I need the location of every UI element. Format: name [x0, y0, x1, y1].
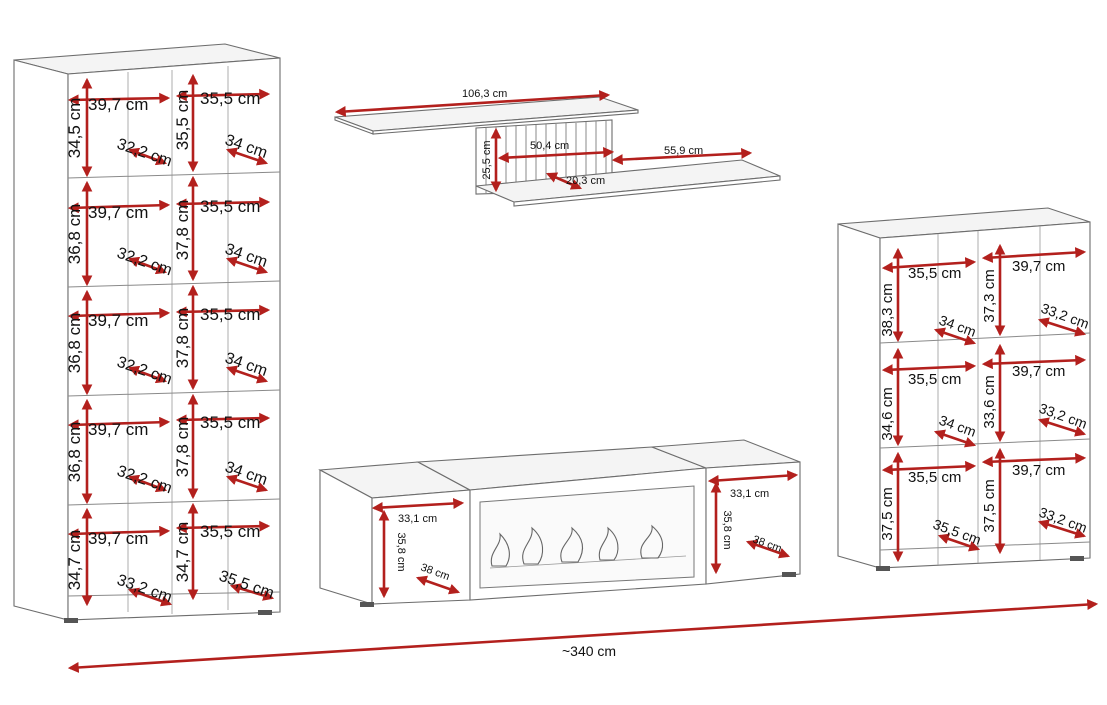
- dim-label: 37,3 cm: [981, 269, 998, 322]
- dim-label: 35,5 cm: [908, 265, 961, 282]
- dim-arrow: [127, 365, 168, 384]
- dim-label: 39,7 cm: [1012, 363, 1065, 380]
- dim-arrow: [1037, 317, 1087, 337]
- dim-arrow: [1037, 519, 1087, 539]
- dim-label: 35,8 cm: [721, 510, 733, 549]
- dim-arrow: [415, 575, 461, 595]
- dim-arrow: [611, 147, 753, 166]
- dim-arrow: [933, 327, 977, 346]
- dim-label: 37,5 cm: [879, 487, 896, 540]
- tall-cabinet-foot-right: [258, 610, 272, 615]
- dim-label: 35,5 cm: [200, 197, 260, 216]
- low-cabinet: [837, 207, 1091, 571]
- dim-label: 37,8 cm: [173, 417, 192, 477]
- dim-label: 35,5 cm: [200, 413, 260, 432]
- dim-arrow: [497, 147, 615, 163]
- dim-label: 106,3 cm: [462, 88, 507, 100]
- dim-label: 34,7 cm: [173, 522, 192, 582]
- dimension-arrows: [67, 73, 1099, 673]
- dim-label: 33,6 cm: [981, 375, 998, 428]
- dim-arrow-total: [67, 599, 1099, 673]
- fireplace-flames: [490, 524, 664, 567]
- dim-label: 34,7 cm: [65, 530, 84, 590]
- dim-label: 39,7 cm: [88, 95, 148, 114]
- dim-arrow: [933, 429, 977, 448]
- dim-label: 35,5 cm: [200, 89, 260, 108]
- dim-label: 35,5 cm: [200, 522, 260, 541]
- dim-arrow: [225, 365, 269, 384]
- dim-arrow: [127, 474, 168, 493]
- tall-cabinet-foot-left: [64, 618, 78, 623]
- low-cabinet-front: [879, 221, 1091, 569]
- dim-arrow: [127, 147, 168, 166]
- dim-label: 39,7 cm: [88, 311, 148, 330]
- dim-arrow: [371, 498, 465, 513]
- dim-arrow: [707, 470, 799, 486]
- fireplace-glass: [479, 485, 695, 589]
- dim-label: 55,9 cm: [664, 145, 703, 157]
- dim-label: 33,1 cm: [398, 513, 437, 525]
- dim-arrow: [225, 256, 269, 275]
- dim-label: 37,8 cm: [173, 200, 192, 260]
- tv-stand: [318, 439, 801, 607]
- dim-label: 34,6 cm: [879, 387, 896, 440]
- dim-arrow: [225, 474, 269, 493]
- dim-label: 35,5 cm: [173, 90, 192, 150]
- dim-label: 25,5 cm: [481, 140, 493, 179]
- dim-arrow: [937, 533, 981, 552]
- dim-label: 50,4 cm: [530, 140, 569, 152]
- dim-label: 39,7 cm: [88, 203, 148, 222]
- dim-arrow: [745, 539, 791, 559]
- dim-arrow: [225, 147, 269, 166]
- dim-arrow: [229, 583, 275, 601]
- dim-label: 35,5 cm: [200, 305, 260, 324]
- dim-label: 39,7 cm: [1012, 258, 1065, 275]
- low-cabinet-side: [837, 223, 881, 569]
- tall-cabinet-shelves: [67, 171, 281, 597]
- dim-label: 36,8 cm: [65, 204, 84, 264]
- tall-cabinet-side: [13, 59, 69, 621]
- dim-arrow: [127, 256, 168, 275]
- dim-label: 36,8 cm: [65, 313, 84, 373]
- dim-arrow: [545, 172, 583, 190]
- dim-label: 33,1 cm: [730, 488, 769, 500]
- dim-label: 39,7 cm: [88, 420, 148, 439]
- dim-label: 20,3 cm: [566, 175, 605, 187]
- total-width-label: ~340 cm: [562, 643, 616, 659]
- dim-label: 34,5 cm: [65, 98, 84, 158]
- dim-label: 37,5 cm: [981, 479, 998, 532]
- dim-label: 39,7 cm: [1012, 462, 1065, 479]
- dim-label: 37,8 cm: [173, 308, 192, 368]
- dim-label: 36,8 cm: [65, 422, 84, 482]
- dim-label: 35,5 cm: [908, 371, 961, 388]
- dim-arrow: [334, 90, 611, 117]
- dim-label: 35,8 cm: [395, 532, 407, 571]
- dim-label: 35,5 cm: [908, 469, 961, 486]
- dim-label: 38,3 cm: [879, 283, 896, 336]
- dim-label: 39,7 cm: [88, 529, 148, 548]
- dim-arrow: [1037, 417, 1087, 437]
